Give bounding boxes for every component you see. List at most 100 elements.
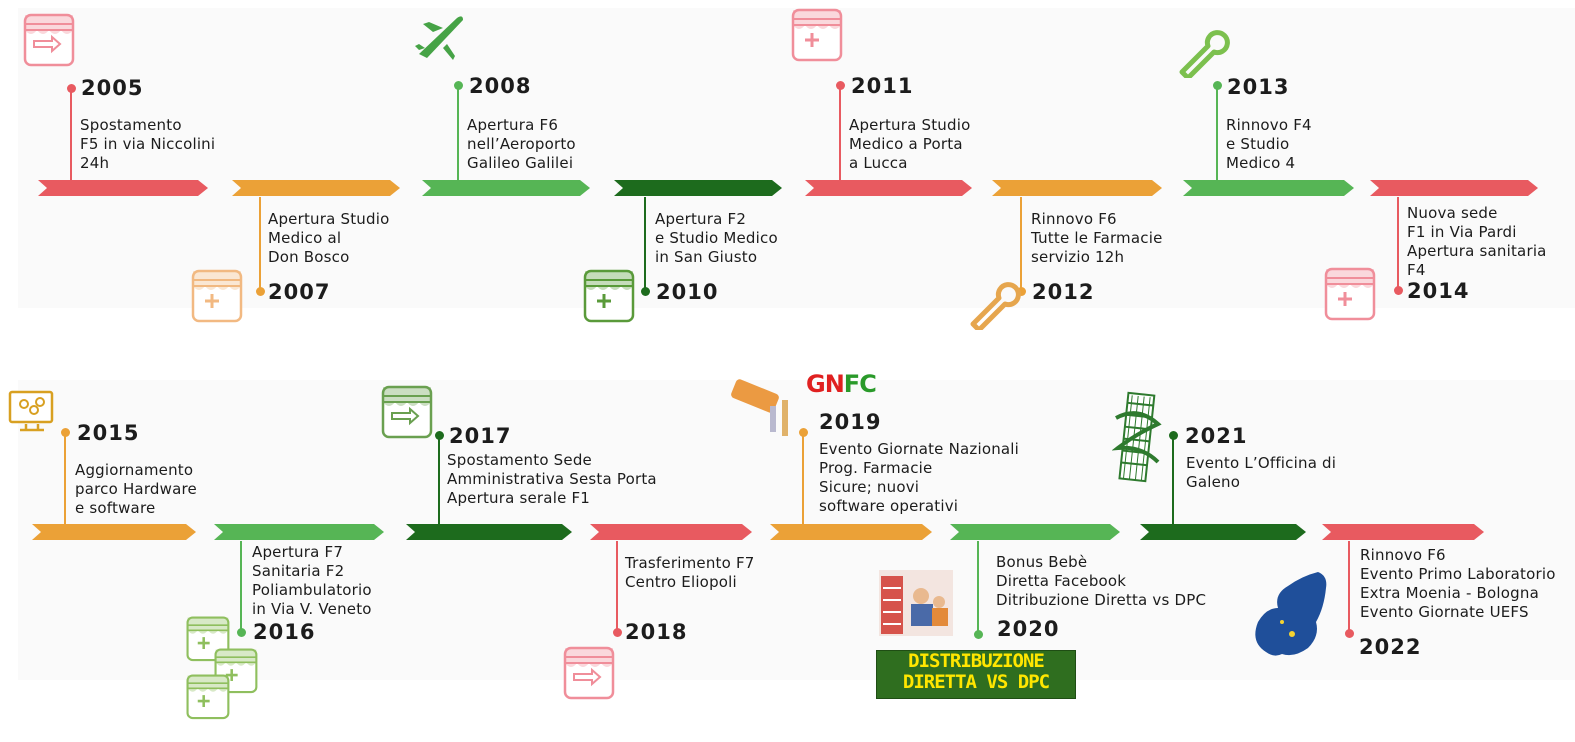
description-line: e Studio	[1226, 135, 1290, 153]
connector-dot	[453, 80, 463, 90]
shop-arrow-icon	[562, 645, 616, 705]
wrench-icon	[1174, 26, 1230, 82]
description-line: Galeno	[1186, 473, 1241, 491]
description-line: Spostamento	[80, 116, 182, 134]
description-line: Aggiornamento	[75, 461, 194, 479]
description-line: e software	[75, 499, 156, 517]
connector-line	[977, 541, 979, 634]
description-line: a Lucca	[849, 154, 908, 172]
description-line: Galileo Galilei	[467, 154, 574, 172]
description-line: software operativi	[819, 497, 959, 515]
connector-line	[1020, 197, 1022, 291]
milestone-year: 2015	[77, 421, 140, 445]
connector-dot	[255, 286, 265, 296]
description-line: Bonus Bebè	[996, 553, 1088, 571]
connector-line	[240, 541, 242, 632]
shop-plus-icon	[190, 268, 244, 328]
description-line: nell’Aeroporto	[467, 135, 576, 153]
timeline-segment	[1370, 180, 1538, 196]
milestone-year: 2021	[1185, 424, 1248, 448]
timeline-segment	[992, 180, 1162, 196]
description-line: Evento Giornate Nazionali	[819, 440, 1020, 458]
milestone-year: 2010	[656, 280, 719, 304]
banner-line-2: DIRETTA VS DPC	[902, 671, 1050, 693]
description-line: Centro Eliopoli	[625, 573, 737, 591]
description-line: parco Hardware	[75, 480, 197, 498]
description-line: Apertura sanitaria	[1407, 242, 1547, 260]
description-line: Spostamento Sede	[447, 451, 592, 469]
shop-arrow-icon	[22, 12, 76, 72]
description-line: in San Giusto	[655, 248, 758, 266]
milestone-year: 2017	[449, 424, 512, 448]
connector-dot	[1168, 430, 1178, 440]
milestone-year: 2014	[1407, 279, 1470, 303]
wrench-icon	[965, 278, 1021, 334]
description-line: F5 in via Niccolini	[80, 135, 216, 153]
airplane-icon	[413, 10, 469, 70]
description-line: e Studio Medico	[655, 229, 778, 247]
description-line: Extra Moenia - Bologna	[1360, 584, 1539, 602]
description-line: 24h	[80, 154, 110, 172]
description-line: Ditribuzione Diretta vs DPC	[996, 591, 1207, 609]
description-line: Rinnovo F6	[1031, 210, 1117, 228]
timeline-segment	[232, 180, 400, 196]
timeline-segment	[406, 524, 572, 540]
description-line: Tutte le Farmacie	[1031, 229, 1163, 247]
timeline-segment	[770, 524, 932, 540]
gnfc-logo: GNFC	[806, 370, 877, 398]
connector-dot	[973, 629, 983, 639]
timeline-segment	[1183, 180, 1354, 196]
timeline-segment	[590, 524, 752, 540]
description-line: Apertura F7	[252, 543, 344, 561]
connector-dot	[1212, 80, 1222, 90]
connector-dot	[835, 80, 845, 90]
milestone-year: 2019	[819, 410, 882, 434]
connector-dot	[1393, 285, 1403, 295]
milestone-year: 2018	[625, 620, 688, 644]
connector-line	[616, 541, 618, 632]
connector-dot	[640, 286, 650, 296]
timeline-segment	[614, 180, 782, 196]
description-line: servizio 12h	[1031, 248, 1125, 266]
milestone-year: 2013	[1227, 75, 1290, 99]
security-camera-icon	[728, 372, 794, 442]
europe-map-icon	[1246, 562, 1332, 672]
connector-line	[644, 197, 646, 291]
connector-dot	[60, 427, 70, 437]
timeline-segment	[214, 524, 384, 540]
description-line: Apertura Studio	[268, 210, 390, 228]
milestone-year: 2022	[1359, 635, 1422, 659]
connector-dot	[1016, 286, 1026, 296]
computer-icon	[8, 390, 56, 436]
description-line: Rinnovo F4	[1226, 116, 1312, 134]
connector-line	[802, 432, 804, 524]
description-line: Nuova sede	[1407, 204, 1498, 222]
milestone-year: 2020	[997, 617, 1060, 641]
shop-plus-icon	[582, 268, 636, 328]
distribuzione-banner: DISTRIBUZIONE DIRETTA VS DPC	[876, 650, 1076, 699]
description-line: Don Bosco	[268, 248, 350, 266]
connector-line	[70, 88, 72, 180]
connector-line	[259, 197, 261, 291]
connector-line	[457, 85, 459, 180]
description-line: F1 in Via Pardi	[1407, 223, 1517, 241]
description-line: Medico a Porta	[849, 135, 963, 153]
description-line: Evento L’Officina di	[1186, 454, 1337, 472]
milestone-year: 2005	[81, 76, 144, 100]
connector-dot	[1344, 628, 1354, 638]
description-line: Sicure; nuovi	[819, 478, 920, 496]
milestone-year: 2007	[268, 280, 331, 304]
connector-line	[839, 85, 841, 180]
connector-dot	[434, 430, 444, 440]
description-line: Trasferimento F7	[625, 554, 755, 572]
